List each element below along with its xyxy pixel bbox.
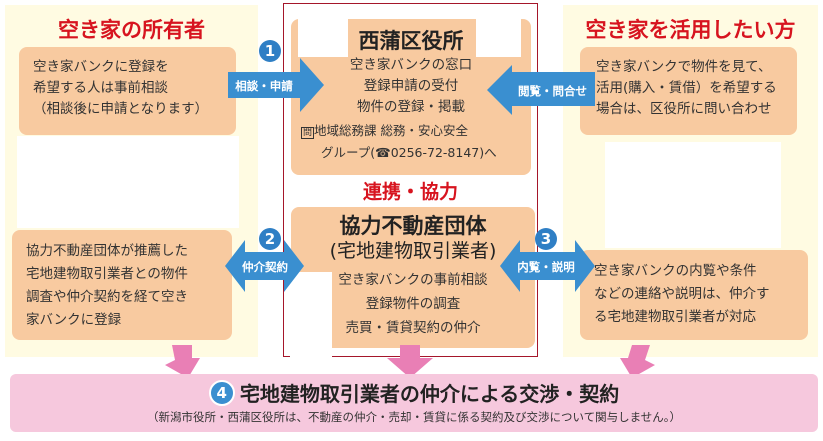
office-box: 西蒲区役所 空き家バンクの窓口 登録申請の受付 物件の登録・掲載 問地域総務課 … bbox=[291, 19, 531, 175]
user-title: 空き家を活用したい方 bbox=[585, 18, 796, 42]
owner-box-1: 空き家バンクに登録を 希望する人は事前相談 （相談後に申請となります） bbox=[19, 47, 236, 135]
final-title: 宅地建物取引業者の仲介による交渉・契約 bbox=[239, 382, 620, 406]
office-contact: 問地域総務課 総務・安心安全グループ(☎0256-72-8147)へ bbox=[291, 121, 531, 163]
cooperation-label: 連携・協力 bbox=[362, 181, 458, 203]
owner-blank bbox=[17, 136, 239, 228]
final-heading: 4 宅地建物取引業者の仲介による交渉・契約 bbox=[10, 378, 818, 407]
final-note: （新潟市役所・西蒲区役所は、不動産の仲介・売却・賃貸に係る契約及び交渉について関… bbox=[146, 410, 682, 424]
owner-title: 空き家の所有者 bbox=[58, 18, 205, 42]
text-line: 空き家バンクの窓口 bbox=[349, 57, 473, 73]
arrow-browse-left bbox=[487, 65, 595, 115]
text-line: 登録物件の調査 bbox=[365, 296, 461, 312]
text-line: る宅地建物取引業者が対応 bbox=[594, 309, 756, 325]
blank-patch bbox=[298, 4, 348, 57]
blank-patch bbox=[476, 4, 521, 57]
user-box-1: 空き家バンクで物件を見て、 活用(購入・賃借）を希望する 場合は、区役所に問い合… bbox=[580, 47, 797, 135]
user-blank bbox=[605, 142, 781, 248]
step-3-badge: 3 bbox=[535, 228, 557, 250]
contact-badge: 問 bbox=[301, 127, 315, 139]
contact-line: 地域総務課 総務・安心安全 bbox=[314, 123, 468, 138]
pink-arrow-right bbox=[620, 345, 655, 378]
pink-arrow-left bbox=[165, 345, 200, 378]
office-title: 西蒲区役所 bbox=[358, 29, 464, 53]
final-band: 4 宅地建物取引業者の仲介による交渉・契約 （新潟市役所・西蒲区役所は、不動産の… bbox=[10, 374, 818, 432]
pink-arrow-center bbox=[387, 345, 433, 378]
text-line: 調査や仲介契約を経て空き bbox=[26, 289, 188, 305]
arrow-3-label: 内覧・説明 bbox=[517, 260, 575, 274]
arrow-2-double bbox=[225, 240, 304, 292]
realtor-title: 協力不動産団体 bbox=[339, 214, 487, 238]
contact-line: グループ(☎0256-72-8147)へ bbox=[321, 145, 497, 160]
text-line: 活用(購入・賃借）を希望する bbox=[596, 80, 777, 96]
text-line: 売買・賃貸契約の仲介 bbox=[345, 320, 481, 336]
text-line: などの連絡や説明は、仲介す bbox=[594, 286, 770, 302]
step-2-badge: 2 bbox=[259, 228, 281, 250]
text-line: 場合は、区役所に問い合わせ bbox=[596, 101, 772, 117]
text-line: 空き家バンクに登録を bbox=[33, 59, 169, 75]
user-box-2: 空き家バンクの内覧や条件 などの連絡や説明は、仲介す る宅地建物取引業者が対応 bbox=[580, 250, 808, 340]
arrow-1-label: 相談・申請 bbox=[235, 79, 293, 93]
realtor-subtitle: (宅地建物取引業者) bbox=[329, 240, 497, 262]
arrow-1-right bbox=[228, 58, 324, 112]
blank-patch bbox=[290, 272, 332, 357]
text-line: 登録申請の受付 bbox=[363, 78, 459, 94]
text-line: 空き家バンクの事前相談 bbox=[338, 272, 488, 288]
step-1-badge: 1 bbox=[259, 40, 281, 62]
text-line: 家バンクに登録 bbox=[26, 312, 122, 328]
arrow-2-label: 仲介契約 bbox=[242, 260, 288, 274]
step-4-badge: 4 bbox=[208, 379, 235, 406]
text-line: （相談後に申請となります） bbox=[33, 101, 209, 117]
owner-box-2: 協力不動産団体が推薦した 宅地建物取引業者との物件 調査や仲介契約を経て空き 家… bbox=[12, 230, 232, 340]
text-line: 宅地建物取引業者との物件 bbox=[26, 266, 188, 282]
arrow-3-double bbox=[500, 240, 595, 292]
arrow-browse-label: 閲覧・問合せ bbox=[518, 84, 587, 98]
text-line: 物件の登録・掲載 bbox=[357, 99, 465, 115]
text-line: 空き家バンクの内覧や条件 bbox=[594, 263, 757, 279]
text-line: 空き家バンクで物件を見て、 bbox=[596, 59, 772, 75]
text-line: 希望する人は事前相談 bbox=[33, 80, 168, 96]
text-line: 協力不動産団体が推薦した bbox=[26, 243, 188, 259]
